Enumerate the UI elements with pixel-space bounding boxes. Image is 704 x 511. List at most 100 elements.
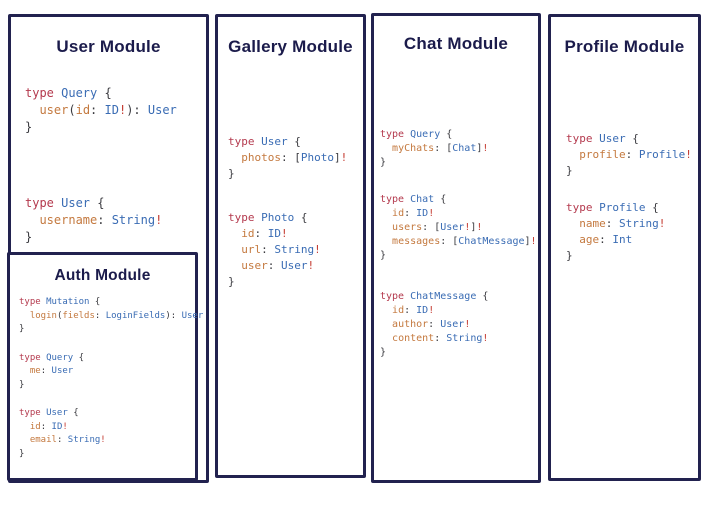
code-token-p: } <box>228 167 235 181</box>
code-token-p: { <box>94 297 101 308</box>
code-token-p: { <box>440 194 447 206</box>
code-token-p: { <box>104 86 112 101</box>
code-block: type Query { user(id: ID!): User} <box>25 85 206 136</box>
code-token-b: ! <box>658 217 666 231</box>
code-token-p: : <box>254 227 268 241</box>
code-token-f: id <box>75 103 91 118</box>
code-token-p: : <box>56 435 68 446</box>
code-token-t: Profile <box>638 148 686 162</box>
user-module-code: type Query { user(id: ID!): User} type Us… <box>11 57 206 246</box>
code-token-k: type <box>380 291 411 303</box>
code-token-p <box>380 319 392 330</box>
profile-module-title: Profile Module <box>564 37 685 56</box>
code-line: type ChatMessage { <box>380 290 538 304</box>
code-token-p: : <box>261 243 275 257</box>
code-line: type User { <box>19 407 195 421</box>
code-token-b: ! <box>685 148 692 162</box>
code-line: type Chat { <box>380 193 538 207</box>
code-token-k: type <box>25 196 62 211</box>
profile-module-card: Profile Module type User { profile: Prof… <box>548 14 701 481</box>
code-token-b: ! <box>428 208 435 220</box>
code-token-p: : [ <box>440 236 459 248</box>
code-token-t: User <box>181 310 204 321</box>
code-token-p: : <box>605 217 619 231</box>
code-token-t: String <box>274 243 315 257</box>
code-line: } <box>566 163 698 179</box>
code-token-t: ChatMessage <box>458 236 525 248</box>
code-line: me: User <box>19 365 195 379</box>
code-token-p: } <box>25 230 33 245</box>
code-line: id: ID! <box>380 207 538 221</box>
code-line: name: String! <box>566 216 698 232</box>
code-block: type User { id: ID! email: String!} <box>19 407 195 461</box>
code-line: type Photo { <box>228 210 363 226</box>
code-token-f: profile <box>579 148 626 162</box>
code-token-p: ): <box>165 310 182 321</box>
code-token-p: : <box>404 305 417 317</box>
code-token-p: } <box>25 120 33 135</box>
code-token-k: type <box>19 352 47 363</box>
code-token-b: ! <box>464 222 471 234</box>
code-token-p: ] <box>524 236 531 248</box>
code-line: type Query { <box>19 352 195 366</box>
code-token-f: author <box>392 319 429 331</box>
user-module-title: User Module <box>56 37 161 56</box>
code-line: } <box>228 166 363 182</box>
code-token-p: ] <box>334 151 341 165</box>
code-token-p <box>380 236 392 247</box>
code-token-t: User <box>51 366 74 377</box>
code-line: type User { <box>228 134 363 150</box>
code-token-t: Photo <box>261 211 301 225</box>
code-token-f: username <box>39 213 98 228</box>
code-line: } <box>380 156 538 170</box>
code-token-p <box>380 222 392 233</box>
code-token-p: : [ <box>422 222 441 234</box>
code-token-f: url <box>241 243 262 257</box>
code-token-b: ! <box>307 259 315 273</box>
chat-module-title: Chat Module <box>403 34 509 53</box>
code-token-p <box>228 243 241 256</box>
code-token-p <box>228 151 241 164</box>
code-token-b: ! <box>118 103 127 118</box>
code-token-k: type <box>380 129 411 141</box>
code-block: type Chat { id: ID! users: [User!]! mess… <box>380 193 538 263</box>
code-token-p: : <box>434 333 447 345</box>
code-token-b: ! <box>464 319 471 331</box>
code-block: type ChatMessage { id: ID! author: User!… <box>380 290 538 360</box>
code-token-t: User <box>440 319 465 331</box>
code-token-t: Photo <box>300 151 334 165</box>
code-token-p <box>19 366 30 376</box>
code-line: email: String! <box>19 434 195 448</box>
code-token-k: type <box>566 132 600 146</box>
code-token-p <box>19 311 30 321</box>
code-token-p: ): <box>126 103 148 118</box>
code-line: type User { <box>25 195 206 212</box>
code-token-p: : <box>94 310 106 321</box>
code-token-k: type <box>566 201 600 215</box>
code-line: } <box>380 249 538 263</box>
code-token-t: Int <box>612 233 633 247</box>
code-token-f: me <box>29 366 41 377</box>
code-token-f: id <box>241 227 255 241</box>
code-token-k: type <box>228 135 262 149</box>
code-line: id: ID! <box>380 304 538 318</box>
code-line: } <box>380 346 538 360</box>
code-token-p: { <box>632 132 639 146</box>
code-token-p: { <box>97 196 105 211</box>
code-token-t: User <box>147 103 177 118</box>
code-token-p: } <box>380 347 387 359</box>
code-line: type Mutation { <box>19 296 195 310</box>
code-token-p <box>380 333 392 344</box>
code-token-b: ! <box>530 236 537 248</box>
code-token-t: Query <box>61 86 105 101</box>
code-token-f: email <box>29 435 57 446</box>
code-token-t: User <box>261 135 295 149</box>
code-token-p: ( <box>56 310 63 321</box>
code-token-f: user <box>241 259 268 273</box>
code-token-t: Profile <box>599 201 653 215</box>
code-line: users: [User!]! <box>380 221 538 235</box>
code-token-p: : <box>90 103 105 118</box>
code-line: username: String! <box>25 212 206 229</box>
code-line: author: User! <box>380 318 538 332</box>
code-line: } <box>19 448 195 462</box>
